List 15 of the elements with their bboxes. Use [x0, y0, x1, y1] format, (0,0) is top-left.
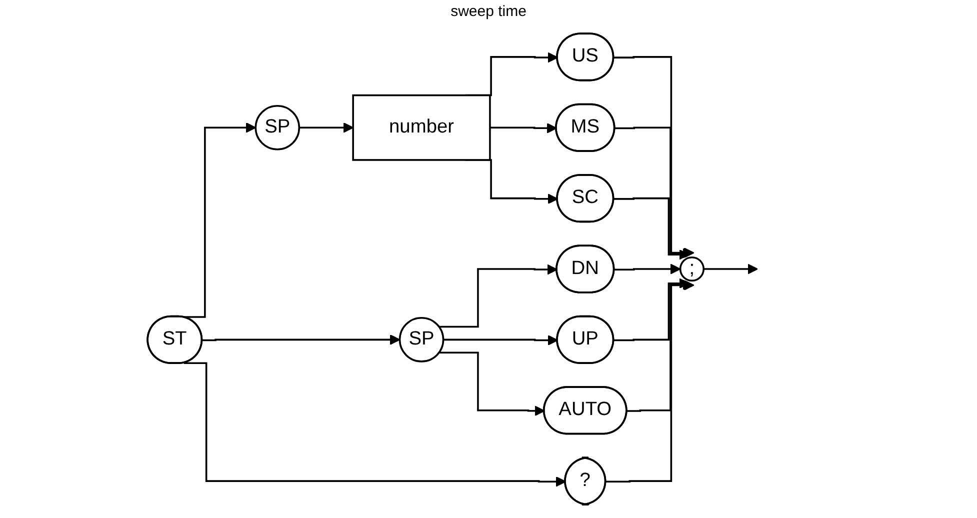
arrow: [614, 56, 694, 258]
bracket-label: sweep time: [450, 3, 526, 20]
node-box: number: [352, 94, 491, 161]
arrow: [299, 122, 354, 133]
arrow: [704, 264, 758, 274]
arrow: [439, 264, 558, 328]
arrow: [443, 334, 558, 346]
arrow: [184, 362, 566, 487]
arrow: [606, 280, 694, 483]
node-circle: SP: [398, 317, 444, 362]
arrow: [439, 352, 545, 416]
arrow: [614, 264, 681, 274]
arrow: [202, 334, 400, 345]
node-circle: SP: [254, 104, 300, 150]
node-circle: ;: [679, 256, 705, 282]
